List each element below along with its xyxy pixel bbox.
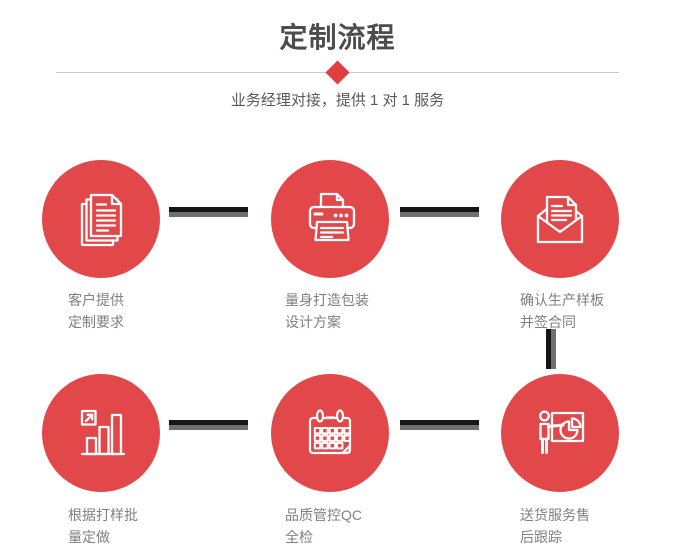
bar-chart-growth-icon: [80, 409, 126, 456]
presentation-pie-chart-icon: [539, 410, 585, 454]
step-circle-quality-control: [271, 374, 389, 492]
printer-icon: [308, 192, 356, 242]
connector-vertical: [546, 329, 556, 369]
page-title: 定制流程: [279, 22, 396, 53]
diamond-icon: [325, 60, 350, 85]
step-caption-quality-control: 品质管控QC 全检: [285, 504, 362, 548]
step-circle-delivery-aftersales: [501, 374, 619, 492]
documents-icon: [80, 193, 123, 247]
caption-line: 客户提供: [68, 292, 124, 308]
envelope-letter-icon: [536, 195, 584, 244]
step-circle-sample-contract: [501, 160, 619, 278]
connector-row2-left: [169, 420, 248, 430]
step-circle-batch-production: [42, 374, 160, 492]
caption-line: 品质管控QC: [285, 507, 362, 523]
caption-line: 后跟踪: [520, 529, 562, 545]
step-caption-sample-contract: 确认生产样板 并签合同: [520, 289, 604, 333]
caption-line: 根据打样批: [68, 507, 138, 523]
step-caption-batch-production: 根据打样批 量定做: [68, 504, 138, 548]
caption-line: 全检: [285, 529, 313, 545]
caption-line: 并签合同: [520, 314, 576, 330]
step-circle-customer-requirements: [42, 160, 160, 278]
subtitle: 业务经理对接，提供 1 对 1 服务: [230, 92, 445, 109]
connector-row1-right: [400, 207, 479, 217]
caption-line: 确认生产样板: [520, 292, 604, 308]
step-caption-customer-requirements: 客户提供 定制要求: [68, 289, 124, 333]
step-caption-packaging-design: 量身打造包装 设计方案: [285, 289, 369, 333]
caption-line: 量定做: [68, 529, 110, 545]
caption-line: 定制要求: [68, 314, 124, 330]
connector-row1-left: [169, 207, 248, 217]
caption-line: 设计方案: [285, 314, 341, 330]
caption-line: 送货服务售: [520, 507, 590, 523]
caption-line: 量身打造包装: [285, 292, 369, 308]
calendar-icon: [308, 409, 352, 455]
step-caption-delivery-aftersales: 送货服务售 后跟踪: [520, 504, 590, 548]
step-circle-packaging-design: [271, 160, 389, 278]
connector-row2-right: [400, 420, 479, 430]
